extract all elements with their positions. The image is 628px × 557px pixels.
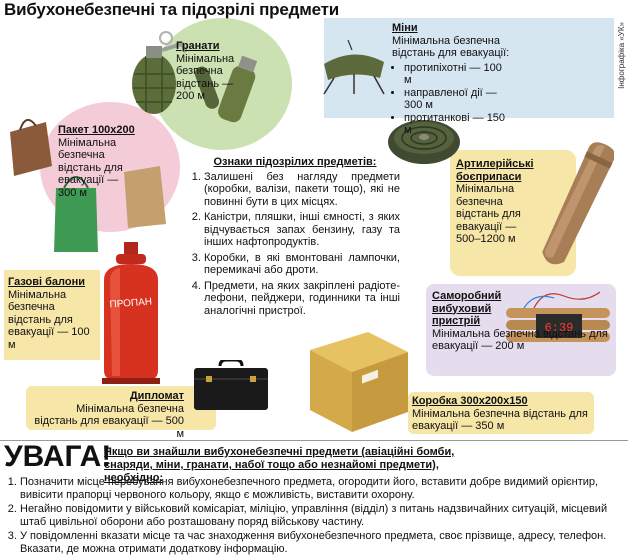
gas-text: Мінімальна безпечна відстань для евакуац… bbox=[8, 288, 90, 351]
box-text: Мінімальна безпечна відстань для евакуац… bbox=[412, 407, 588, 433]
grenade-illustration bbox=[132, 31, 258, 123]
grenades-title: Гранати bbox=[176, 40, 220, 52]
diplomat-title: Дипломат bbox=[129, 390, 184, 402]
cardboard-box-illustration bbox=[310, 332, 408, 432]
warning-steps: Позначити місце перебування вибухонебезп… bbox=[4, 476, 618, 557]
warning-heading: Якщо ви знайшли вибухонебезпечні предмет… bbox=[104, 446, 455, 484]
mines-title: Міни bbox=[392, 22, 418, 34]
cylinder-label-text: ПРОПАН bbox=[109, 297, 152, 311]
diplomat-label: Дипломат Мінімальна безпечна відстань дл… bbox=[30, 390, 184, 440]
briefcase-illustration bbox=[194, 360, 268, 410]
package-text: Мінімальна безпечна відстань для евакуац… bbox=[58, 136, 123, 199]
antitank-mine-illustration bbox=[388, 120, 460, 164]
mines-item: направленої дії — 300 м bbox=[404, 87, 512, 112]
artillery-shell-illustration bbox=[542, 142, 614, 265]
suspicious-signs: Ознаки підозрілих предметів: Залишені бе… bbox=[190, 156, 400, 320]
signs-item: Предмети, на яких закріплені радіоте-леф… bbox=[204, 280, 400, 318]
signs-item: Коробки, в які вмонтовані лампочки, пере… bbox=[204, 252, 400, 277]
credit-text: Інфографіка «УК» bbox=[617, 22, 626, 89]
diplomat-text: Мінімальна безпечна відстань для евакуац… bbox=[34, 402, 184, 440]
ied-timer-display: 6:39 bbox=[545, 321, 574, 335]
warning-step: Позначити місце перебування вибухонебезп… bbox=[20, 476, 618, 501]
mine-illustration bbox=[323, 39, 385, 95]
mines-item: протитанкові — 150 м bbox=[404, 112, 512, 137]
artillery-title: Артилерійські боєприпаси bbox=[456, 158, 534, 183]
gas-label: Газові балони Мінімальна безпечна відста… bbox=[8, 276, 96, 351]
gas-cylinder-illustration: ПРОПАН bbox=[102, 242, 160, 384]
artillery-label: Артилерійські боєприпаси Мінімальна безп… bbox=[456, 158, 538, 246]
warning-word: УВАГА! bbox=[4, 440, 112, 473]
box-title: Коробка 300x200x150 bbox=[412, 395, 528, 407]
grenades-text: Мінімальна безпечна відстань — 200 м bbox=[176, 52, 235, 103]
warning-step: У повідомленні вказати місце та час знах… bbox=[20, 530, 618, 555]
package-label: Пакет 100x200 Мінімальна безпечна відста… bbox=[58, 124, 138, 199]
ied-title: Саморобний вибуховий пристрій bbox=[432, 290, 502, 327]
diplomat-panel bbox=[26, 386, 216, 430]
signs-item: Каністри, пляшки, інші ємності, з яких в… bbox=[204, 211, 400, 249]
ied-illustration: 6:39 bbox=[506, 291, 610, 342]
box-panel bbox=[408, 392, 594, 434]
mines-text: Мінімальна безпечна відстань для евакуац… bbox=[392, 34, 510, 60]
gas-title: Газові балони bbox=[8, 276, 86, 288]
signs-heading: Ознаки підозрілих предметів: bbox=[213, 156, 377, 168]
ied-text: Мінімальна безпечна відстань для евакуац… bbox=[432, 327, 608, 353]
grenades-label: Гранати Мінімальна безпечна відстань — 2… bbox=[176, 40, 250, 103]
artillery-text: Мінімальна безпечна відстань для евакуац… bbox=[456, 183, 521, 245]
ied-label: Саморобний вибуховий пристрій Мінімальна… bbox=[432, 290, 608, 353]
shopping-bags-illustration bbox=[10, 119, 166, 252]
package-title: Пакет 100x200 bbox=[58, 124, 135, 136]
box-label: Коробка 300x200x150 Мінімальна безпечна … bbox=[412, 395, 590, 433]
mines-item: протипіхотні — 100 м bbox=[404, 62, 512, 87]
warning-step: Негайно повідомити у військовий комісарі… bbox=[20, 503, 618, 528]
gas-panel bbox=[4, 270, 100, 360]
divider bbox=[0, 440, 628, 441]
page-title: Вибухонебезпечні та підозрілі предмети bbox=[4, 0, 339, 19]
mines-label: Міни Мінімальна безпечна відстань для ев… bbox=[392, 22, 512, 137]
signs-item: Залишені без нагляду предмети (коробки, … bbox=[204, 171, 400, 209]
